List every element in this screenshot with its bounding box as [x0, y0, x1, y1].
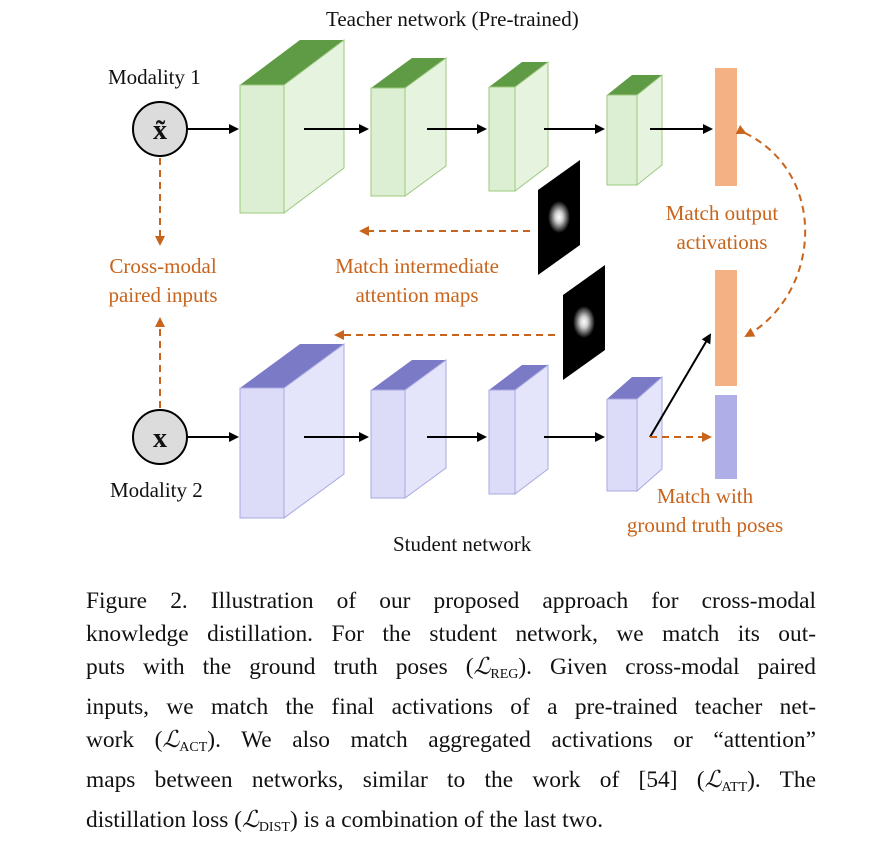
teacher-block-1 — [239, 39, 345, 214]
caption-line-4: inputs, we match the final activations o… — [86, 694, 816, 720]
teacher-input-node: x̃ — [132, 101, 188, 157]
student-block-1 — [239, 343, 345, 519]
cross-modal-label-line1: Cross-modal — [109, 254, 216, 278]
teacher-output-bar — [715, 68, 737, 186]
caption-line-5: work (ℒACT). We also match aggregated ac… — [86, 724, 816, 764]
loss-symbol: ℒ — [473, 654, 491, 680]
caption-text: distillation loss ( — [86, 807, 242, 833]
caption-text: ). We also match aggregated activations … — [207, 727, 816, 753]
loss-subscript-act: ACT — [179, 740, 208, 755]
ground-truth-bar — [715, 395, 737, 479]
caption-line-2: knowledge distillation. For the student … — [86, 621, 816, 647]
match-intermediate-label-line1: Match intermediate — [335, 254, 499, 278]
teacher-attention-map — [538, 160, 580, 275]
match-gt-label-line2: ground truth poses — [627, 513, 783, 537]
match-output-label-line2: activations — [677, 230, 768, 254]
loss-symbol: ℒ — [162, 727, 180, 753]
caption-line-6: maps between networks, similar to the wo… — [86, 764, 816, 804]
teacher-block-3 — [488, 60, 549, 193]
student-attention-map — [563, 265, 605, 380]
match-intermediate-label-line2: attention maps — [355, 283, 478, 307]
student-input-symbol: x — [153, 423, 167, 454]
match-output-label-line1: Match output — [666, 201, 779, 225]
student-input-node: x — [132, 409, 188, 465]
student-output-bar — [715, 270, 737, 386]
caption-text: Illustration of our proposed approach fo… — [210, 588, 816, 614]
loss-symbol: ℒ — [704, 767, 722, 793]
cross-modal-label-line2: paired inputs — [108, 283, 217, 307]
student-network-title: Student network — [393, 532, 532, 556]
architecture-diagram: Teacher network (Pre-trained) Student ne… — [108, 7, 807, 556]
student-flow-arrows — [188, 333, 712, 442]
caption-text: work ( — [86, 727, 163, 753]
figure-label: Figure 2. — [86, 588, 188, 614]
caption-line-1: Figure 2. Illustration of our proposed a… — [86, 585, 816, 618]
caption-text: ). The — [747, 767, 816, 793]
caption-text: puts with the ground truth poses ( — [86, 654, 474, 680]
caption-line-3: puts with the ground truth poses (ℒREG).… — [86, 651, 816, 691]
teacher-network-title: Teacher network (Pre-trained) — [326, 7, 579, 31]
student-block-4 — [606, 375, 663, 493]
modality1-label: Modality 1 — [108, 65, 201, 89]
teacher-block-2 — [370, 57, 447, 197]
loss-subscript-att: ATT — [721, 780, 748, 795]
loss-subscript-dist: DIST — [258, 820, 290, 835]
annotation-arrows — [155, 124, 807, 442]
loss-subscript-reg: REG — [490, 667, 519, 682]
caption-line-7: distillation loss (ℒDIST) is a combinati… — [86, 804, 816, 844]
caption-text: ) is a combination of the last two. — [289, 807, 604, 833]
modality2-label: Modality 2 — [110, 478, 203, 502]
teacher-input-symbol: x̃ — [153, 115, 167, 146]
caption-text: ). Given cross-modal paired — [518, 654, 816, 680]
caption-text: maps between networks, similar to the wo… — [86, 767, 705, 793]
loss-symbol: ℒ — [241, 807, 259, 833]
student-block-2 — [370, 359, 447, 499]
student-block-3 — [488, 363, 549, 496]
teacher-block-4 — [606, 73, 663, 187]
figure-caption: Figure 2. Illustration of our proposed a… — [86, 585, 816, 844]
match-gt-label-line1: Match with — [657, 484, 754, 508]
